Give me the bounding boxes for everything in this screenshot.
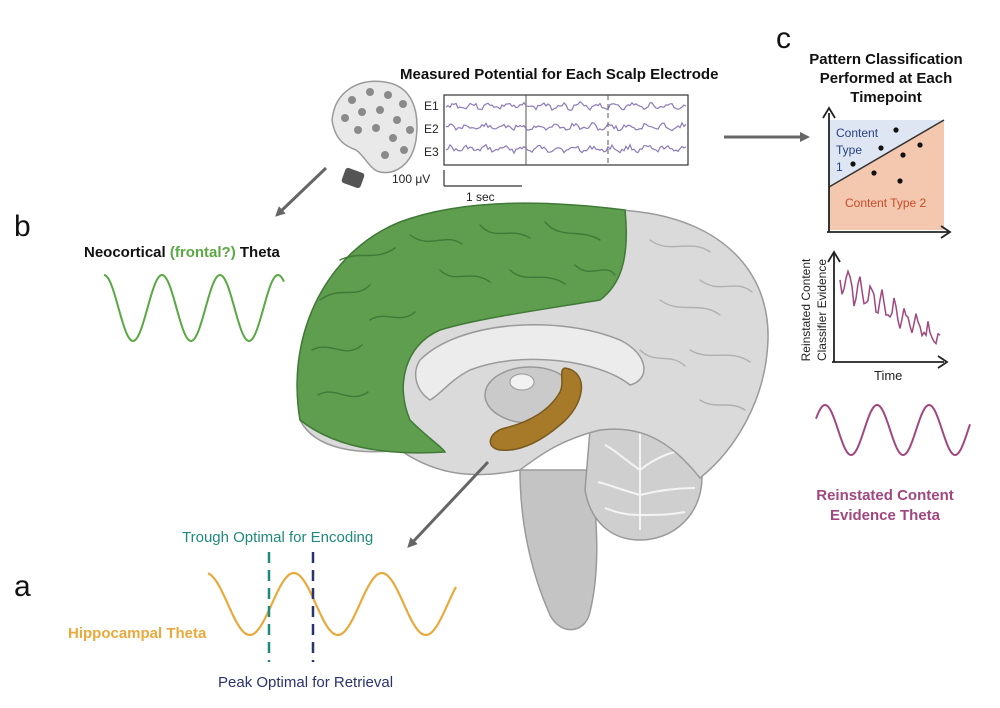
- neocortical-theta-wave: [103, 273, 285, 343]
- peak-label: Peak Optimal for Retrieval: [218, 674, 394, 691]
- neocortical-theta-label: Neocortical (frontal?) Theta: [84, 244, 280, 261]
- content-type-1-line1: Content: [836, 126, 879, 140]
- channel-label-e3: E3: [424, 145, 439, 159]
- brain-illustration: [296, 202, 769, 631]
- neocortical-label-highlight: (frontal?): [169, 244, 236, 261]
- classification-plot: [822, 106, 952, 239]
- reinstated-theta-label: Reinstated Content Evidence Theta: [816, 487, 954, 524]
- channel-label-e1: E1: [424, 99, 439, 113]
- evidence-ylabel-line1: Reinstated Content: [799, 258, 813, 362]
- panel-letter-a: a: [14, 570, 31, 603]
- eeg-traces: [443, 94, 689, 187]
- content-type-2-label: Content Type 2: [845, 196, 927, 210]
- classification-title: Pattern Classification Performed at Each…: [809, 51, 963, 106]
- channel-label-e2: E2: [424, 122, 439, 136]
- voltage-scale-label: 100 μV: [392, 172, 431, 186]
- hippocampal-theta-wave: [207, 571, 457, 637]
- arrow-icon: [275, 166, 328, 217]
- eeg-title: Measured Potential for Each Scalp Electr…: [400, 66, 719, 83]
- neocortical-label-pre: Neocortical: [84, 244, 170, 261]
- panel-letter-b: b: [14, 210, 31, 243]
- trough-label: Trough Optimal for Encoding: [182, 529, 374, 546]
- reinstated-theta-wave: [815, 403, 971, 457]
- panel-letter-c: c: [776, 22, 791, 55]
- time-scale-label: 1 sec: [466, 190, 495, 204]
- content-type-1-line2: Type: [836, 143, 863, 157]
- evidence-plot: [827, 250, 949, 369]
- arrow-icon: [407, 460, 490, 548]
- neocortical-label-post: Theta: [235, 244, 280, 261]
- content-type-1-line3: 1: [836, 160, 843, 174]
- hippocampal-theta-label: Hippocampal Theta: [68, 625, 207, 642]
- evidence-ylabel-line2: Classifier Evidence: [815, 258, 829, 362]
- evidence-xlabel: Time: [874, 368, 903, 383]
- eeg-cap-icon: [331, 80, 418, 189]
